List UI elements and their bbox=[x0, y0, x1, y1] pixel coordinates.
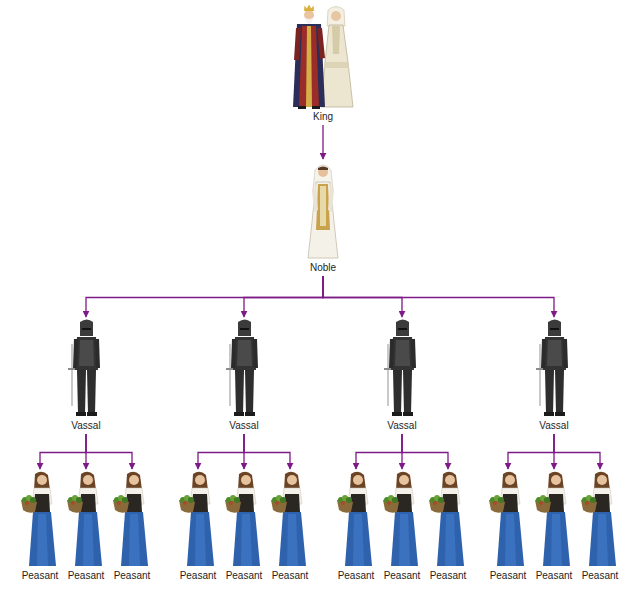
figure-space bbox=[64, 470, 108, 568]
rank-label: Peasant bbox=[222, 570, 266, 582]
figure-space bbox=[532, 318, 576, 418]
figure-space bbox=[18, 470, 62, 568]
rank-label: Peasant bbox=[578, 570, 622, 582]
rank-label: King bbox=[290, 111, 356, 123]
rank-label: Peasant bbox=[64, 570, 108, 582]
knight-figure bbox=[384, 320, 416, 417]
figure-space bbox=[486, 470, 530, 568]
figure-node: Peasant bbox=[110, 470, 154, 582]
peasant-figure bbox=[179, 472, 214, 566]
hierarchy-arrow bbox=[322, 125, 323, 159]
rank-label: Peasant bbox=[426, 570, 470, 582]
figure-node: Peasant bbox=[578, 470, 622, 582]
figure-node: Peasant bbox=[222, 470, 266, 582]
hierarchy-arrow bbox=[554, 434, 600, 469]
figure-space bbox=[110, 470, 154, 568]
hierarchy-arrow bbox=[86, 276, 323, 317]
peasant-figure bbox=[581, 472, 616, 566]
figure-space bbox=[304, 160, 342, 260]
figure-space bbox=[64, 318, 108, 418]
peasant-figure bbox=[225, 472, 260, 566]
figure-space bbox=[426, 470, 470, 568]
figure-space bbox=[222, 318, 266, 418]
figure-node: Peasant bbox=[176, 470, 220, 582]
hierarchy-arrow bbox=[323, 276, 554, 317]
rank-label: Peasant bbox=[110, 570, 154, 582]
figure-space bbox=[176, 470, 220, 568]
figure-node: Peasant bbox=[268, 470, 312, 582]
rank-label: Vassal bbox=[64, 420, 108, 432]
figure-space bbox=[380, 318, 424, 418]
peasant-figure bbox=[489, 472, 524, 566]
figure-node: King bbox=[290, 2, 356, 123]
figure-node: Vassal bbox=[532, 318, 576, 432]
figure-space bbox=[334, 470, 378, 568]
hierarchy-arrow bbox=[86, 434, 132, 469]
figure-node: Peasant bbox=[532, 470, 576, 582]
peasant-figure bbox=[67, 472, 102, 566]
hierarchy-arrow bbox=[244, 276, 323, 317]
figure-node: Peasant bbox=[334, 470, 378, 582]
hierarchy-arrow bbox=[508, 434, 554, 469]
knight-figure bbox=[226, 320, 258, 417]
rank-label: Peasant bbox=[18, 570, 62, 582]
figure-space bbox=[578, 470, 622, 568]
knight-figure bbox=[536, 320, 568, 417]
peasant-figure bbox=[21, 472, 56, 566]
peasant-figure bbox=[113, 472, 148, 566]
figure-node: Vassal bbox=[222, 318, 266, 432]
rank-label: Vassal bbox=[380, 420, 424, 432]
hierarchy-arrow bbox=[356, 434, 402, 469]
figure-space bbox=[268, 470, 312, 568]
rank-label: Vassal bbox=[532, 420, 576, 432]
figure-node: Peasant bbox=[18, 470, 62, 582]
rank-label: Peasant bbox=[532, 570, 576, 582]
rank-label: Peasant bbox=[176, 570, 220, 582]
hierarchy-arrow bbox=[402, 434, 448, 469]
royal-couple-figure bbox=[293, 5, 353, 110]
figure-node: Vassal bbox=[64, 318, 108, 432]
peasant-figure bbox=[337, 472, 372, 566]
figure-space bbox=[532, 470, 576, 568]
noble-figure bbox=[308, 165, 338, 258]
figure-space bbox=[290, 2, 356, 109]
peasant-figure bbox=[429, 472, 464, 566]
knight-figure bbox=[68, 320, 100, 417]
rank-label: Peasant bbox=[486, 570, 530, 582]
hierarchy-arrow bbox=[40, 434, 86, 469]
figure-node: Peasant bbox=[380, 470, 424, 582]
rank-label: Noble bbox=[304, 262, 342, 274]
figure-node: Peasant bbox=[64, 470, 108, 582]
peasant-figure bbox=[535, 472, 570, 566]
hierarchy-arrow bbox=[198, 434, 244, 469]
rank-label: Peasant bbox=[334, 570, 378, 582]
peasant-figure bbox=[271, 472, 306, 566]
rank-label: Peasant bbox=[380, 570, 424, 582]
figure-node: Noble bbox=[304, 160, 342, 274]
figure-space bbox=[380, 470, 424, 568]
rank-label: Vassal bbox=[222, 420, 266, 432]
hierarchy-arrow bbox=[244, 434, 290, 469]
figure-space bbox=[222, 470, 266, 568]
hierarchy-arrow bbox=[323, 276, 402, 317]
figure-node: Vassal bbox=[380, 318, 424, 432]
peasant-figure bbox=[383, 472, 418, 566]
figure-node: Peasant bbox=[486, 470, 530, 582]
rank-label: Peasant bbox=[268, 570, 312, 582]
figure-node: Peasant bbox=[426, 470, 470, 582]
